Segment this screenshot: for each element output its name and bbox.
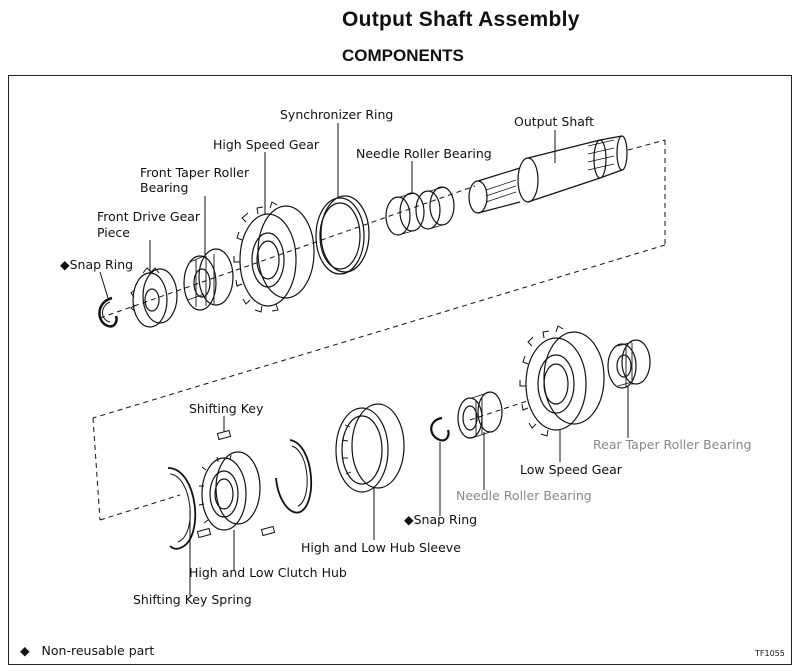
label-snap-ring-upper: ◆Snap Ring [60, 257, 134, 272]
high-low-clutch-hub-part [198, 451, 261, 531]
front-taper-roller-bearing-part [183, 248, 234, 311]
legend-diamond-icon: ◆ [20, 643, 30, 658]
legend: ◆ Non-reusable part [20, 643, 154, 658]
label-front-taper-1: Front Taper Roller [140, 165, 250, 180]
label-needle-roller-upper: Needle Roller Bearing [356, 146, 492, 161]
label-output-shaft: Output Shaft [514, 114, 594, 129]
label-synchronizer-ring: Synchronizer Ring [280, 107, 394, 122]
label-high-low-hub-sleeve: High and Low Hub Sleeve [301, 540, 461, 555]
page-title: Output Shaft Assembly [342, 8, 580, 31]
label-shifting-key: Shifting Key [189, 401, 264, 416]
label-front-taper-2: Bearing [140, 180, 189, 195]
label-high-speed-gear: High Speed Gear [213, 137, 320, 152]
output-shaft-part [468, 135, 628, 214]
legend-text: Non-reusable part [41, 643, 155, 658]
needle-roller-bearing-upper-part [385, 186, 455, 236]
label-front-drive-gear-1: Front Drive Gear [97, 209, 201, 224]
synchronizer-ring-part [315, 195, 370, 275]
front-drive-gear-part [130, 267, 178, 328]
needle-roller-bearing-lower-part [457, 391, 503, 439]
shifting-key-spring-part [167, 467, 197, 550]
label-low-speed-gear: Low Speed Gear [520, 462, 622, 477]
label-snap-ring-lower: ◆Snap Ring [404, 512, 478, 527]
page-subtitle: COMPONENTS [342, 46, 464, 65]
label-high-low-clutch-hub: High and Low Clutch Hub [189, 565, 347, 580]
leader-lines [99, 123, 629, 596]
figure-code: TF1055 [755, 649, 785, 658]
assembly-axis-lines [92, 139, 666, 521]
snap-ring-upper-part [98, 296, 118, 328]
diagram-frame [8, 75, 792, 665]
label-shifting-key-spring: Shifting Key Spring [133, 592, 252, 607]
shifting-key-parts [196, 429, 276, 539]
high-speed-gear-part [233, 201, 315, 313]
label-front-drive-gear-2: Piece [97, 225, 130, 240]
high-low-hub-sleeve-part [335, 403, 405, 493]
shifting-key-spring-second-part [275, 439, 312, 514]
rear-taper-roller-bearing-part [607, 339, 651, 389]
label-needle-roller-lower: Needle Roller Bearing [456, 488, 592, 503]
snap-ring-lower-part [430, 416, 450, 442]
low-speed-gear-part [519, 325, 605, 437]
label-rear-taper: Rear Taper Roller Bearing [593, 437, 752, 452]
